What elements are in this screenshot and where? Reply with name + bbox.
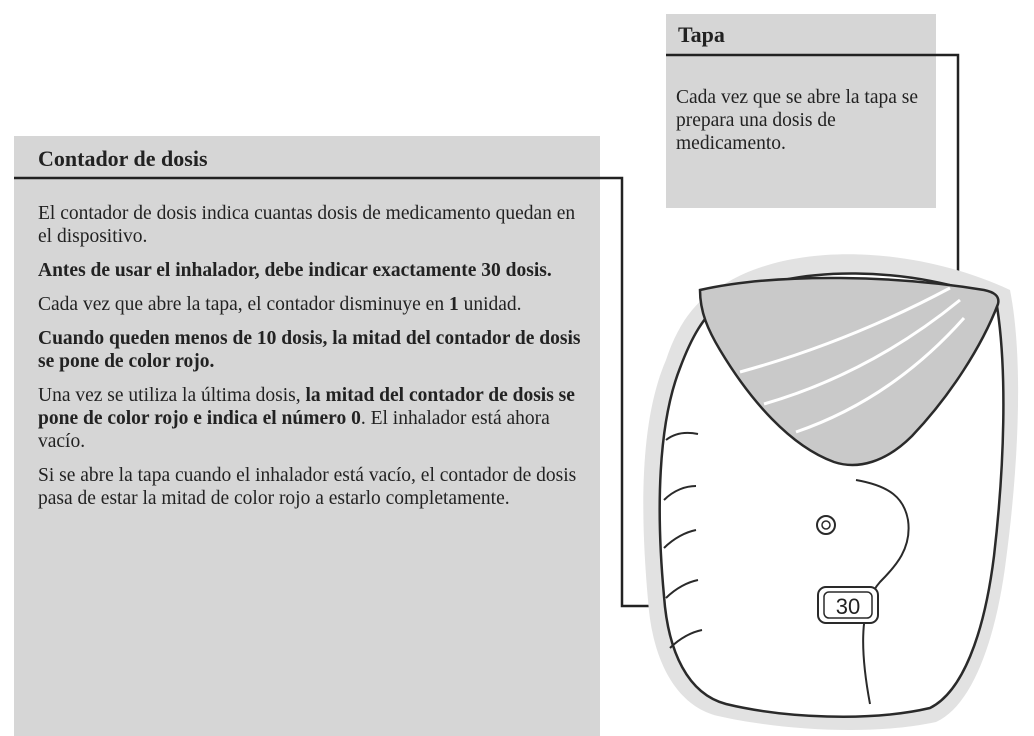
lid-description: Cada vez que se abre la tapa se prepara … bbox=[676, 87, 918, 154]
lid-title: Tapa bbox=[678, 22, 725, 47]
dose-counter-panel: Contador de dosis El contador de dosis i… bbox=[14, 136, 600, 736]
lid-leader-line bbox=[666, 53, 960, 316]
dose-counter-display: 30 bbox=[836, 594, 860, 619]
dose-counter-paragraph-5-lead: Una vez se utiliza la última dosis, bbox=[38, 385, 306, 406]
dose-counter-paragraph-1: El contador de dosis indica cuantas dosi… bbox=[38, 203, 576, 247]
dose-counter-paragraph-3-text: Cada vez que abre la tapa, el contador d… bbox=[38, 294, 449, 315]
lid-panel: Tapa Cada vez que se abre la tapa se pre… bbox=[666, 14, 936, 208]
dose-counter-window bbox=[817, 586, 879, 624]
dose-counter-paragraph-3: Cada vez que abre la tapa, el contador d… bbox=[38, 293, 586, 316]
dose-counter-paragraph-3-unit: unidad. bbox=[458, 294, 522, 315]
dose-counter-description: El contador de dosis indica cuantas dosi… bbox=[38, 202, 586, 521]
dose-counter-paragraph-6: Si se abre la tapa cuando el inhalador e… bbox=[38, 465, 577, 509]
dose-counter-paragraph-4: Cuando queden menos de 10 dosis, la mita… bbox=[38, 328, 581, 372]
dose-counter-paragraph-5: Una vez se utiliza la última dosis, la m… bbox=[38, 384, 586, 453]
dose-counter-title: Contador de dosis bbox=[38, 146, 208, 171]
dose-counter-paragraph-5-tail: . El inhalador está ahora vacío. bbox=[38, 408, 550, 452]
inhaler-device: 30 bbox=[643, 254, 1019, 730]
dose-counter-paragraph-2: Antes de usar el inhalador, debe indicar… bbox=[38, 260, 552, 281]
dose-counter-paragraph-5-emphasis: la mitad del contador de dosis se pone d… bbox=[38, 385, 575, 429]
inhaler-button-icon bbox=[816, 515, 836, 535]
dose-counter-decrement-value: 1 bbox=[448, 294, 459, 315]
